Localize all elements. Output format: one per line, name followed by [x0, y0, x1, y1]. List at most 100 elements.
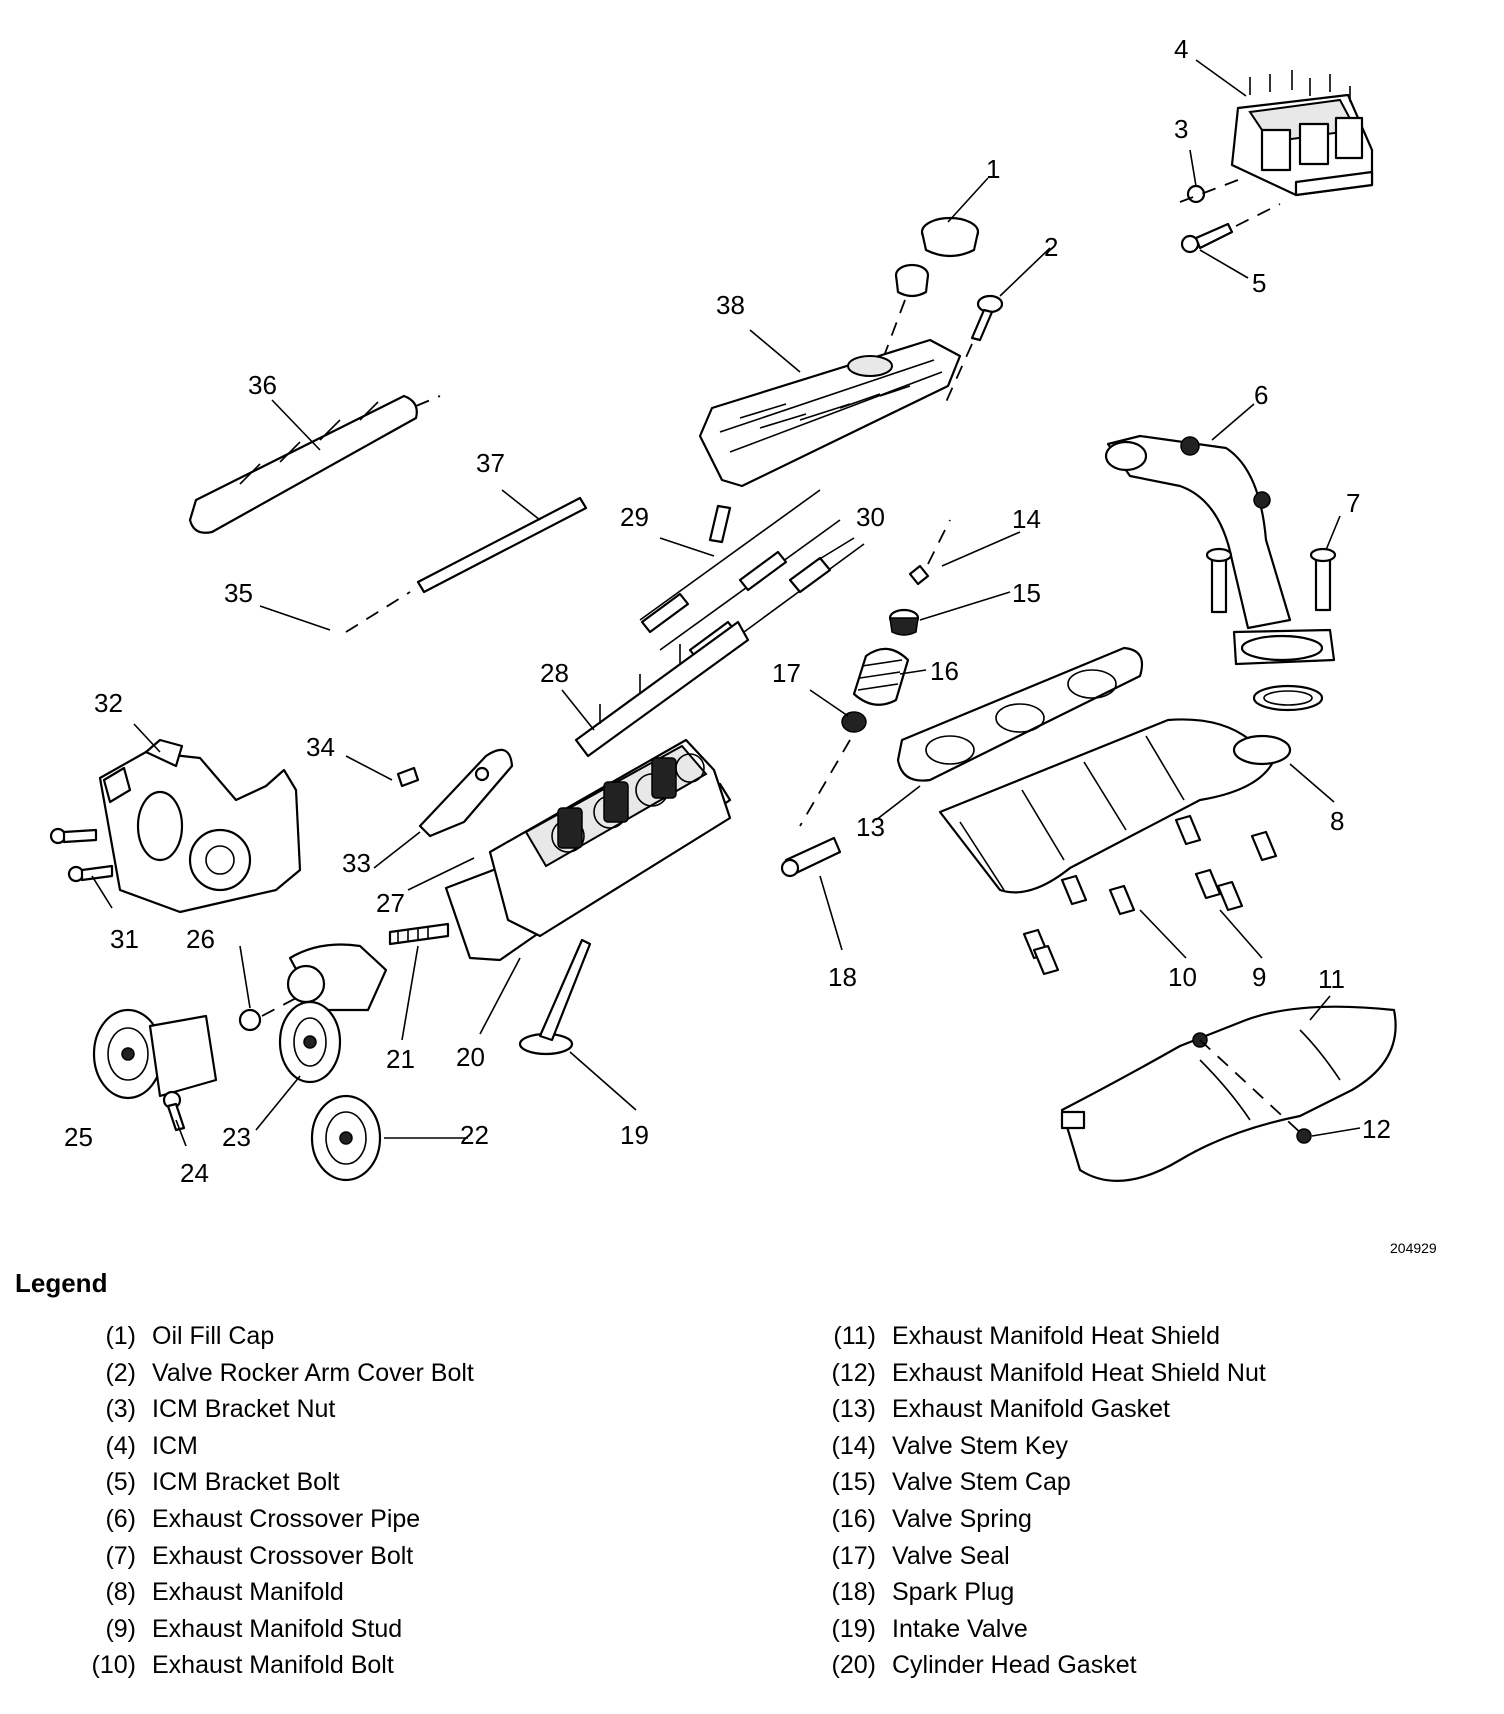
water-pump-bolts-part [49, 827, 114, 883]
legend-label: Valve Rocker Arm Cover Bolt [152, 1358, 474, 1387]
legend-number: (11) [833, 1322, 876, 1350]
idler-pulley-part [92, 1008, 218, 1132]
exhaust-manifold-part [938, 718, 1292, 976]
legend-label: Valve Seal [892, 1541, 1010, 1570]
callout-22: 22 [460, 1120, 489, 1150]
callout-2: 2 [1044, 232, 1058, 262]
callout-4: 4 [1174, 34, 1188, 64]
legend-item: (16) Valve Spring [800, 1501, 1266, 1538]
callout-17: 17 [772, 658, 801, 688]
icm-bracket-nut-part [1179, 179, 1239, 204]
oil-fill-cap-part [877, 216, 980, 373]
valve-spring-part [852, 647, 910, 706]
figure-id: 204929 [1390, 1240, 1437, 1256]
callout-26: 26 [186, 924, 215, 954]
callout-9: 9 [1252, 962, 1266, 992]
legend-label: Cylinder Head Gasket [892, 1651, 1137, 1680]
callout-29: 29 [620, 502, 649, 532]
callout-30: 30 [856, 502, 885, 532]
callout-16: 16 [930, 656, 959, 686]
callout-3: 3 [1174, 114, 1188, 144]
callout-35: 35 [224, 578, 253, 608]
legend-label: Exhaust Manifold Heat Shield [892, 1322, 1220, 1350]
legend-number: (10) [91, 1651, 136, 1680]
legend-number: (16) [831, 1504, 876, 1533]
legend-right-column: (11) Exhaust Manifold Heat Shield (12) Exh… [800, 1318, 1266, 1684]
exploded-view-diagram: 1 2 3 4 5 6 7 8 9 10 11 12 13 14 15 16 1… [49, 34, 1397, 1188]
callout-33: 33 [342, 848, 371, 878]
legend-number: (17) [831, 1541, 876, 1570]
drive-pulley-part [310, 1094, 382, 1182]
callout-10: 10 [1168, 962, 1197, 992]
legend-number: (2) [105, 1358, 136, 1387]
legend-label: Exhaust Crossover Pipe [152, 1504, 421, 1533]
exhaust-manifold-gasket-part [896, 646, 1144, 782]
cylinder-head-part [488, 738, 732, 938]
legend-item: (17) Valve Seal [800, 1538, 1266, 1575]
legend-item: (15)Valve Stem Cap [800, 1464, 1266, 1501]
callout-20: 20 [456, 1042, 485, 1072]
legend-label: Exhaust Manifold Gasket [892, 1395, 1170, 1424]
legend-item: (9) Exhaust Manifold Stud [60, 1611, 474, 1648]
legend-label: Exhaust Manifold Bolt [152, 1651, 394, 1680]
callout-13: 13 [856, 812, 885, 842]
callout-11: 11 [1318, 964, 1345, 994]
legend-item: (14) Valve Stem Key [800, 1428, 1266, 1465]
pushrod-guide-part [574, 620, 750, 758]
pushrod-part [345, 496, 588, 633]
legend-item: (4)ICM [60, 1428, 474, 1465]
legend-number: (14) [831, 1431, 876, 1460]
legend-label: Valve Spring [892, 1504, 1032, 1533]
callout-19: 19 [620, 1120, 649, 1150]
valve-seal-part [799, 711, 867, 827]
legend-number: (1) [105, 1322, 136, 1350]
callout-23: 23 [222, 1122, 251, 1152]
rocker-cover-bolt-part [945, 294, 1004, 403]
leader-lines [91, 59, 1361, 1147]
legend-label: Oil Fill Cap [152, 1322, 275, 1350]
callout-21: 21 [386, 1044, 415, 1074]
legend-number: (9) [105, 1614, 136, 1643]
legend-label: Spark Plug [892, 1578, 1015, 1607]
legend-number: (3) [105, 1395, 136, 1424]
legend-item: (13)Exhaust Manifold Gasket [800, 1391, 1266, 1428]
callout-labels: 1 2 3 4 5 6 7 8 9 10 11 12 13 14 15 16 1… [64, 34, 1391, 1188]
spark-plug-part [780, 836, 842, 878]
legend-label: Exhaust Manifold Heat Shield Nut [892, 1358, 1266, 1387]
callout-31: 31 [110, 924, 139, 954]
legend-item: (7)Exhaust Crossover Bolt [60, 1538, 474, 1575]
legend-number: (6) [105, 1504, 136, 1533]
callout-36: 36 [248, 370, 277, 400]
rocker-cover-part [698, 338, 962, 488]
legend-number: (4) [105, 1431, 136, 1460]
legend-item: (19)Intake Valve [800, 1611, 1266, 1648]
legend-label: Exhaust Crossover Bolt [152, 1541, 414, 1570]
rocker-arm-part [639, 489, 865, 677]
callout-27: 27 [376, 888, 405, 918]
legend-label: Exhaust Manifold Stud [152, 1614, 403, 1643]
legend-number: (12) [831, 1358, 876, 1387]
legend-item: (10) Exhaust Manifold Bolt [60, 1647, 474, 1684]
legend-item: (18) Spark Plug [800, 1574, 1266, 1611]
legend-item: (5)ICM Bracket Bolt [60, 1464, 474, 1501]
legend-left-column: (1) Oil Fill Cap (2) Valve Rocker Arm Cove… [60, 1318, 474, 1684]
callout-1: 1 [986, 154, 1000, 184]
valve-stem-cap-part [888, 608, 920, 636]
callout-34: 34 [306, 732, 335, 762]
heat-shield-part [1060, 1005, 1397, 1182]
callout-15: 15 [1012, 578, 1041, 608]
callout-12: 12 [1362, 1114, 1391, 1144]
valve-stem-key-part [908, 519, 951, 586]
legend-item: (8)Exhaust Manifold [60, 1574, 474, 1611]
callout-25: 25 [64, 1122, 93, 1152]
legend-number: (5) [105, 1468, 136, 1497]
callout-24: 24 [180, 1158, 209, 1188]
idler-stud-part [388, 922, 450, 946]
legend-label: Valve Stem Key [892, 1431, 1069, 1460]
legend-number: (18) [831, 1578, 876, 1607]
callout-38: 38 [716, 290, 745, 320]
intake-valve-part [518, 938, 592, 1056]
legend-item: (11) Exhaust Manifold Heat Shield [800, 1318, 1266, 1355]
callout-6: 6 [1254, 380, 1268, 410]
rocker-arm-support-part [188, 394, 441, 534]
